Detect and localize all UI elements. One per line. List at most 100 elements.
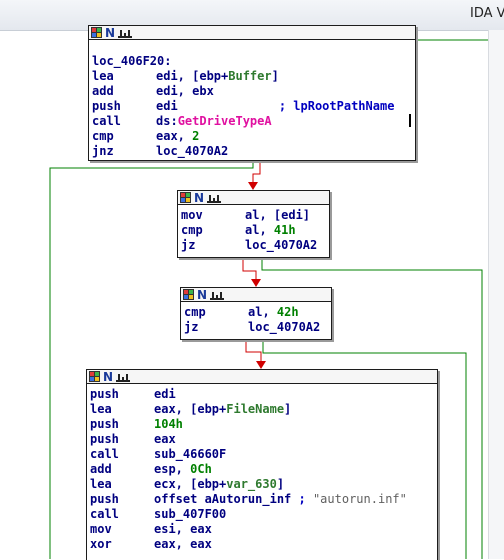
bar-chart-icon[interactable]: [210, 290, 225, 300]
rename-n-icon[interactable]: N: [105, 25, 116, 40]
operand-num: 41h: [273, 223, 296, 237]
asm-line[interactable]: push edi: [90, 387, 433, 402]
mnemonic: push: [92, 99, 121, 113]
mnemonic: push: [90, 432, 119, 446]
rename-n-icon[interactable]: N: [103, 369, 114, 384]
bar-chart-icon[interactable]: [207, 193, 222, 203]
comment: ; lpRootPathName: [278, 99, 395, 113]
mnemonic: mov: [90, 522, 112, 536]
mnemonic: cmp: [181, 223, 203, 237]
mnemonic: jnz: [92, 144, 114, 158]
vertical-scrollbar[interactable]: [488, 30, 504, 559]
edge-b2-to-b3: [242, 257, 257, 281]
graph-color-icon[interactable]: [183, 289, 194, 300]
operand: eax: [154, 432, 176, 446]
operand: ecx, [ebp+: [154, 477, 227, 491]
block-header: N: [87, 370, 437, 384]
api-name[interactable]: GetDriveTypeA: [177, 114, 272, 128]
block-header: N: [89, 26, 415, 40]
operand[interactable]: loc_4070A2: [245, 238, 318, 252]
operand: eax,: [156, 129, 193, 143]
mnemonic: cmp: [184, 305, 206, 319]
mnemonic: add: [90, 462, 112, 476]
edge-b1-false: [49, 160, 254, 559]
operand[interactable]: sub_46660F: [154, 447, 227, 461]
rename-n-icon[interactable]: N: [194, 190, 205, 205]
edge-b2-jump: [261, 257, 483, 559]
mnemonic: add: [92, 84, 114, 98]
arrow-b3: [251, 279, 261, 287]
asm-line[interactable]: jz loc_4070A2: [184, 320, 327, 335]
operand: eax, [ebp+: [154, 402, 227, 416]
mnemonic: push: [90, 492, 119, 506]
operand-num: 104h: [154, 417, 183, 431]
asm-line[interactable]: jnz loc_4070A2: [92, 144, 411, 159]
asm-line[interactable]: mov al, [edi]: [181, 208, 325, 223]
operand: edi: [156, 99, 279, 113]
operand: edi: [154, 387, 176, 401]
graph-color-icon[interactable]: [89, 371, 100, 382]
asm-line[interactable]: loc_406F20:: [92, 54, 411, 69]
rename-n-icon[interactable]: N: [197, 287, 208, 302]
asm-line[interactable]: call ds:GetDriveTypeA: [92, 114, 411, 129]
operand: edi, [ebp+: [156, 69, 229, 83]
asm-line[interactable]: push offset aAutorun_inf ; "autorun.inf": [90, 492, 433, 507]
asm-line[interactable]: add esp, 0Ch: [90, 462, 433, 477]
operand[interactable]: loc_4070A2: [156, 144, 229, 158]
operand-num: 2: [192, 129, 200, 143]
operand-num: 0Ch: [190, 462, 212, 476]
mnemonic: lea: [90, 477, 112, 491]
asm-line[interactable]: cmp eax, 2: [92, 129, 411, 144]
graph-color-icon[interactable]: [91, 27, 102, 38]
bar-chart-icon[interactable]: [116, 372, 131, 382]
string-literal: "autorun.inf": [312, 492, 407, 506]
bar-chart-icon[interactable]: [118, 28, 133, 38]
operand[interactable]: sub_407F00: [154, 507, 227, 521]
mnemonic: lea: [90, 402, 112, 416]
operand: al,: [245, 223, 274, 237]
operand: esp,: [154, 462, 191, 476]
mnemonic: call: [92, 114, 121, 128]
operand-var: FileName: [226, 402, 285, 416]
operand-var: Buffer: [228, 69, 272, 83]
edge-b3-to-b4: [245, 338, 262, 363]
mnemonic: cmp: [92, 129, 114, 143]
asm-line[interactable]: push eax: [90, 432, 433, 447]
mnemonic: xor: [90, 537, 112, 551]
text-cursor: [409, 114, 411, 127]
block-header: N: [178, 191, 329, 205]
operand: eax, eax: [154, 537, 212, 551]
operand[interactable]: loc_4070A2: [248, 320, 321, 334]
graph-color-icon[interactable]: [180, 192, 191, 203]
asm-line[interactable]: push edi ; lpRootPathName: [92, 99, 411, 114]
mnemonic: jz: [184, 320, 199, 334]
operand: ds:: [156, 114, 178, 128]
mnemonic: push: [90, 417, 119, 431]
asm-line[interactable]: xor eax, eax: [90, 537, 433, 552]
mnemonic: push: [90, 387, 119, 401]
mnemonic: mov: [181, 208, 203, 222]
comment: ;: [298, 492, 313, 506]
operand: offset aAutorun_inf: [154, 492, 299, 506]
asm-label: loc_406F20:: [92, 54, 172, 68]
operand: al, [edi]: [245, 208, 311, 222]
asm-line[interactable]: push 104h: [90, 417, 433, 432]
operand: al,: [248, 305, 277, 319]
asm-line[interactable]: cmp al, 41h: [181, 223, 325, 238]
